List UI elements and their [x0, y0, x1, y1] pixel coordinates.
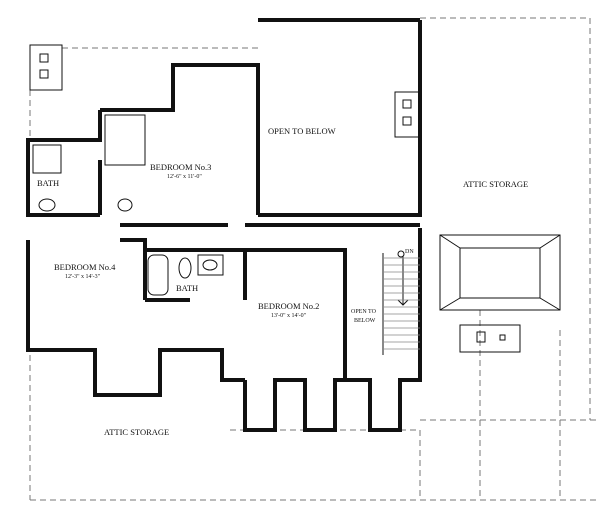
roof-vent	[459, 324, 521, 353]
open-stair-line2: BELOW	[354, 318, 376, 324]
exterior-walls	[26, 18, 422, 432]
bath1-fixtures	[32, 114, 146, 212]
stair[interactable]	[382, 250, 421, 355]
labels: BEDROOM No.3 12'-6" x 11'-0" OPEN TO BEL…	[37, 126, 528, 437]
bedroom4-size: 12'-3" x 14'-3"	[65, 274, 101, 280]
bedroom2-name: BEDROOM No.2	[258, 301, 319, 311]
skylight	[439, 234, 561, 311]
bedroom4-name: BEDROOM No.4	[54, 262, 116, 272]
stair-dn-label: DN	[405, 249, 414, 255]
roof-outline	[29, 17, 600, 501]
bath2-fixtures	[147, 254, 224, 296]
attic-storage-bottom-label: ATTIC STORAGE	[104, 427, 169, 437]
open-stair-line1: OPEN TO	[351, 309, 377, 315]
open-to-below-label: OPEN TO BELOW	[268, 126, 336, 136]
bath1-label: BATH	[37, 178, 59, 188]
bedroom3-name: BEDROOM No.3	[150, 162, 211, 172]
attic-storage-right-label: ATTIC STORAGE	[463, 179, 528, 189]
chimney-right	[394, 91, 421, 138]
chimney-left	[29, 44, 63, 91]
bedroom3-size: 12'-6" x 11'-0"	[167, 174, 202, 180]
bedroom2-size: 13'-0" x 14'-0"	[271, 313, 307, 319]
bath2-label: BATH	[176, 283, 198, 293]
